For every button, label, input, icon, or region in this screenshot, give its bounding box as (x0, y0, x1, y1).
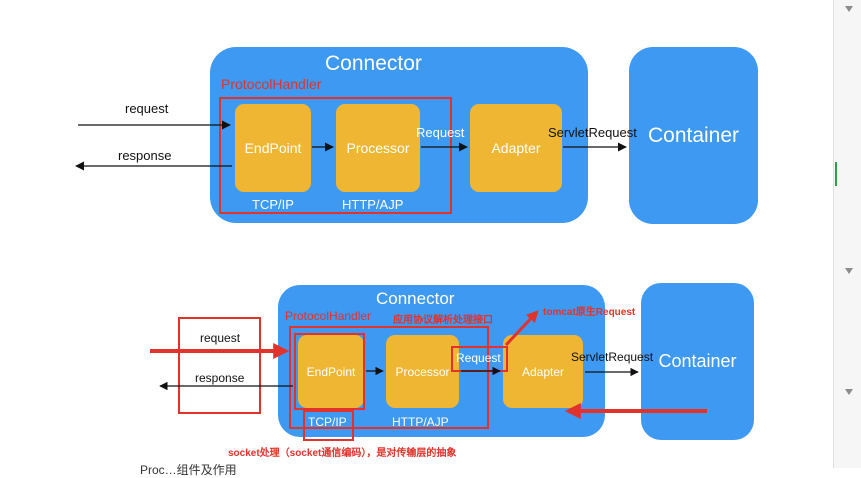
top-connector-title: Connector (325, 52, 422, 75)
bottom-socket-note: socket处理（socket通信编码），是对传输层的抽象 (228, 448, 457, 459)
top-request-label: request (125, 101, 169, 116)
bottom-servletrequest-label: ServletRequest (571, 350, 654, 364)
bottom-container-box: Container (641, 283, 754, 440)
bottom-request-label: request (200, 331, 241, 345)
top-tcp-label: TCP/IP (252, 197, 294, 212)
bottom-response-label: response (195, 371, 245, 385)
bottom-http-label: HTTP/AJP (392, 415, 449, 429)
bottom-tcp-outline (303, 410, 354, 441)
scroll-position-indicator[interactable] (835, 162, 837, 186)
bottom-protocol-note: 应用协议解析处理接口 (393, 315, 493, 326)
top-http-label: HTTP/AJP (342, 197, 404, 212)
right-scrollbar[interactable] (833, 0, 861, 468)
top-processor-box: Processor (336, 104, 420, 192)
scroll-down-arrow-icon-2[interactable] (845, 268, 853, 274)
top-endpoint-box: EndPoint (235, 104, 311, 192)
bottom-endpoint-outline (294, 333, 365, 410)
bottom-endpoint-box: EndPoint (298, 335, 364, 408)
top-protocolhandler-outline (219, 97, 452, 214)
top-protocolhandler-label: ProtocolHandler (221, 76, 322, 92)
bottom-request-inner-label: Request (456, 351, 501, 365)
bottom-request-response-outline (178, 317, 261, 414)
bottom-protocolhandler-outline (289, 326, 489, 429)
bottom-connector-title: Connector (376, 289, 455, 308)
scroll-down-arrow-icon[interactable] (845, 6, 853, 12)
bottom-adapter-box: Adapter (503, 335, 583, 408)
bottom-tomcat-note: tomcat原生Request (543, 307, 636, 318)
top-request-inner-label: Request (416, 125, 465, 140)
bottom-tcp-label: TCP/IP (308, 415, 347, 429)
scroll-down-arrow-icon-3[interactable] (845, 389, 853, 395)
top-response-label: response (118, 148, 172, 163)
bottom-processor-box: Processor (386, 335, 459, 408)
bottom-request-inner-outline (451, 346, 508, 372)
top-container-box: Container (629, 47, 758, 224)
bottom-protocolhandler-label: ProtocolHandler (285, 309, 372, 323)
footer-partial-text: Proc…组件及作用 (140, 463, 237, 477)
top-adapter-box: Adapter (470, 104, 562, 192)
top-servletrequest-label: ServletRequest (548, 125, 637, 140)
